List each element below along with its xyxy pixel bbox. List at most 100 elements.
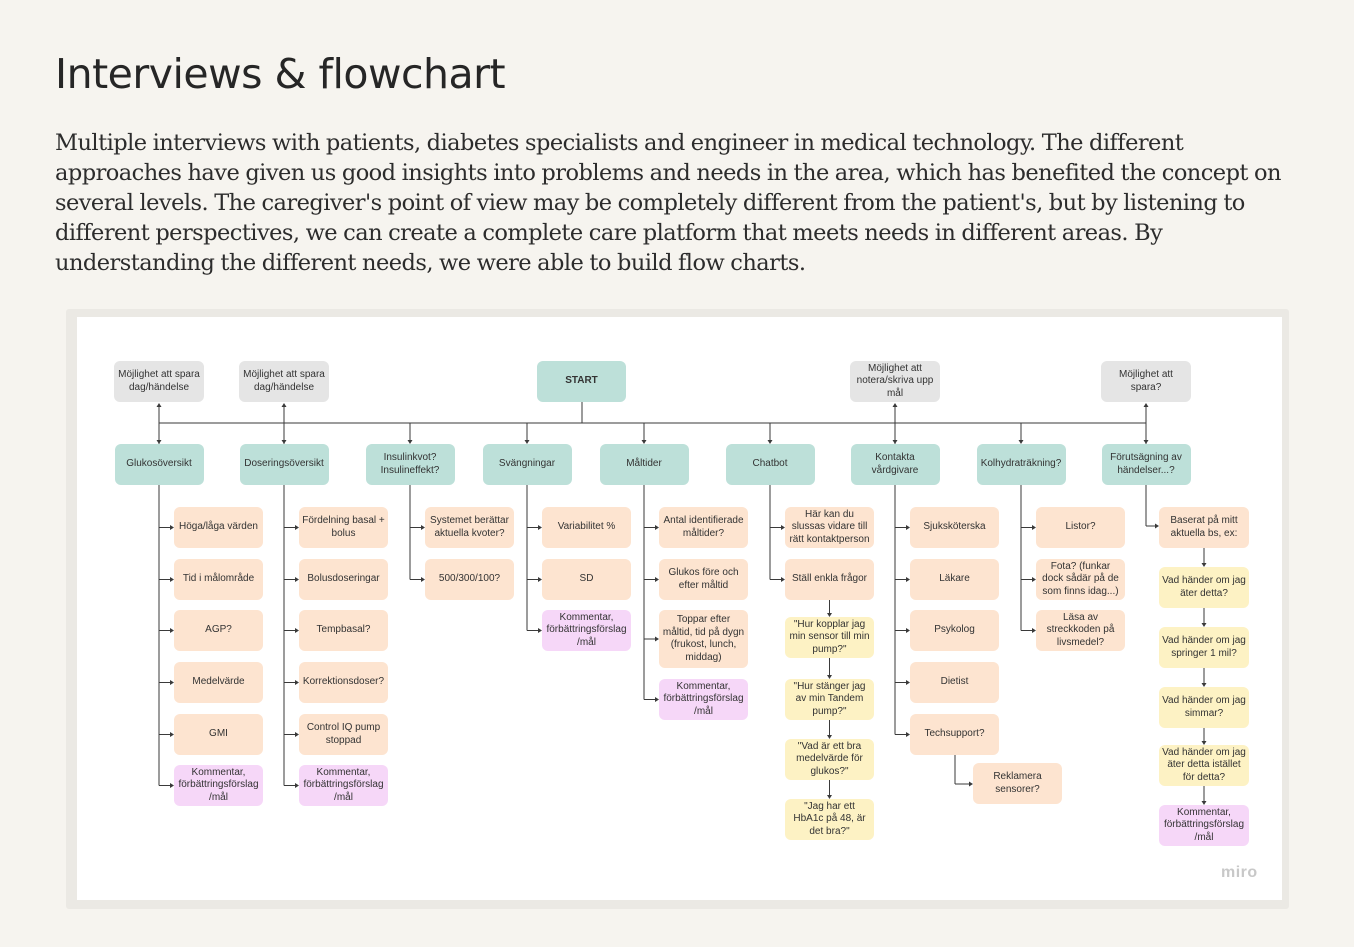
category-node[interactable]: Insulinkvot? Insulineffekt? (365, 444, 455, 485)
list-item[interactable]: Dietist (910, 662, 999, 703)
miro-watermark: miro (1221, 864, 1258, 881)
list-item[interactable]: Psykolog (910, 610, 999, 651)
item-arrowhead (1155, 523, 1159, 529)
list-item[interactable]: Sjuksköterska (910, 507, 999, 548)
item-arrowhead (906, 628, 910, 633)
list-item[interactable]: Systemet berättar aktuella kvoter? (425, 507, 514, 548)
comment-node[interactable]: Kommentar, förbättringsförslag /mål (299, 765, 388, 806)
item-arrowhead (295, 732, 299, 737)
question-node[interactable]: "Jag har ett HbA1c på 48, är det bra?" (785, 799, 874, 840)
chain-arrowhead (827, 795, 832, 799)
connector-lines (156, 402, 1207, 805)
page-title: Interviews & flowchart (55, 50, 506, 98)
list-item[interactable]: Tempbasal? (299, 610, 388, 651)
list-item[interactable]: Variabilitet % (542, 507, 631, 548)
list-item[interactable]: Toppar efter måltid, tid på dygn (frukos… (659, 610, 748, 668)
list-item[interactable]: Techsupport? (910, 714, 999, 755)
flowchart-board[interactable]: START Möjlighet att spara dag/händelse Möj… (77, 317, 1282, 900)
item-arrowhead (655, 697, 659, 702)
category-node[interactable]: Doseringsöversikt (239, 444, 329, 485)
list-item[interactable]: Fördelning basal + bolus (299, 507, 388, 548)
list-item[interactable]: 500/300/100? (425, 559, 514, 600)
list-item[interactable]: AGP? (174, 610, 263, 651)
list-item[interactable]: SD (542, 559, 631, 600)
comment-node[interactable]: Kommentar, förbättringsförslag /mål (174, 765, 263, 806)
category-arrowhead (524, 440, 530, 444)
question-node[interactable]: "Hur kopplar jag min sensor till min pum… (785, 617, 874, 658)
chain-arrowhead (1201, 801, 1207, 805)
category-arrowhead (892, 440, 898, 444)
item-arrowhead (1032, 628, 1036, 633)
list-item[interactable]: Bolusdoseringar (299, 559, 388, 600)
item-arrowhead (538, 525, 542, 530)
category-node[interactable]: Kolhydraträkning? (976, 444, 1066, 485)
item-arrowhead (295, 525, 299, 530)
item-arrowhead (295, 628, 299, 633)
item-arrowhead (655, 577, 659, 582)
question-node[interactable]: Vad händer om jag äter detta? (1159, 567, 1249, 608)
question-node[interactable]: Vad händer om jag simmar? (1159, 687, 1249, 728)
sub-arrowhead (969, 781, 973, 787)
category-node[interactable]: Chatbot (725, 444, 815, 485)
list-item[interactable]: Antal identifierade måltider? (659, 507, 748, 548)
chain-arrowhead (827, 735, 832, 739)
top-note[interactable]: Möjlighet att notera/skriva upp mål (850, 361, 940, 402)
list-item[interactable]: Korrektionsdoser? (299, 662, 388, 703)
list-item[interactable]: Medelvärde (174, 662, 263, 703)
chain-arrowhead (1201, 683, 1207, 687)
start-node[interactable]: START (537, 361, 626, 402)
category-arrowhead (407, 440, 413, 444)
chain-arrowhead (827, 675, 832, 679)
item-arrowhead (538, 577, 542, 582)
category-node[interactable]: Glukosöversikt (114, 444, 204, 485)
question-node[interactable]: "Hur stänger jag av min Tandem pump?" (785, 679, 874, 720)
list-item[interactable]: Fota? (funkar dock sådär på de som finns… (1036, 559, 1125, 600)
question-node[interactable]: Vad händer om jag äter detta istället fö… (1159, 745, 1249, 786)
item-arrowhead (295, 680, 299, 685)
category-node[interactable]: Måltider (599, 444, 689, 485)
list-item[interactable]: Listor? (1036, 507, 1125, 548)
chain-arrowhead (827, 613, 832, 617)
note-arrowhead (156, 403, 162, 407)
list-item[interactable]: Läkare (910, 559, 999, 600)
comment-node[interactable]: Kommentar, förbättringsförslag /mål (1159, 805, 1249, 846)
list-item[interactable]: Tid i målområde (174, 559, 263, 600)
category-arrowhead (156, 440, 162, 444)
list-item[interactable]: Läsa av streckkoden på livsmedel? (1036, 610, 1125, 651)
item-arrowhead (906, 732, 910, 737)
item-arrowhead (170, 680, 174, 685)
item-arrowhead (421, 577, 425, 582)
list-item[interactable]: Ställ enkla frågor (785, 559, 874, 600)
top-note[interactable]: Möjlighet att spara dag/händelse (239, 361, 329, 402)
list-item[interactable]: GMI (174, 714, 263, 755)
comment-node[interactable]: Kommentar, förbättringsförslag /mål (659, 679, 748, 720)
list-item[interactable]: Control IQ pump stoppad (299, 714, 388, 755)
category-arrowhead (767, 440, 773, 444)
list-item[interactable]: Höga/låga värden (174, 507, 263, 548)
item-arrowhead (655, 636, 659, 642)
question-node[interactable]: "Vad är ett bra medelvärde för glukos?" (785, 739, 874, 780)
category-node[interactable]: Svängningar (482, 444, 572, 485)
list-item[interactable]: Här kan du slussas vidare till rätt kont… (785, 507, 874, 548)
list-item[interactable]: Reklamera sensorer? (973, 763, 1062, 804)
comment-node[interactable]: Kommentar, förbättringsförslag /mål (542, 610, 631, 651)
list-item[interactable]: Glukos före och efter måltid (659, 559, 748, 600)
top-note[interactable]: Möjlighet att spara dag/händelse (114, 361, 204, 402)
question-node[interactable]: Vad händer om jag springer 1 mil? (1159, 627, 1249, 668)
item-arrowhead (170, 732, 174, 737)
category-arrowhead (1018, 440, 1024, 444)
item-arrowhead (906, 680, 910, 685)
category-arrowhead (281, 440, 287, 444)
item-arrowhead (781, 577, 785, 582)
item-arrowhead (295, 783, 299, 788)
category-node[interactable]: Förutsägning av händelser...? (1101, 444, 1191, 485)
list-item[interactable]: Baserat på mitt aktuella bs, ex: (1159, 507, 1249, 548)
top-note[interactable]: Möjlighet att spara? (1101, 361, 1191, 402)
chain-arrowhead (1201, 741, 1207, 745)
note-arrowhead (1143, 403, 1149, 407)
note-arrowhead (281, 403, 287, 407)
item-arrowhead (421, 525, 425, 530)
item-arrowhead (170, 783, 174, 788)
intro-paragraph: Multiple interviews with patients, diabe… (55, 130, 1282, 276)
category-node[interactable]: Kontakta vårdgivare (850, 444, 940, 485)
